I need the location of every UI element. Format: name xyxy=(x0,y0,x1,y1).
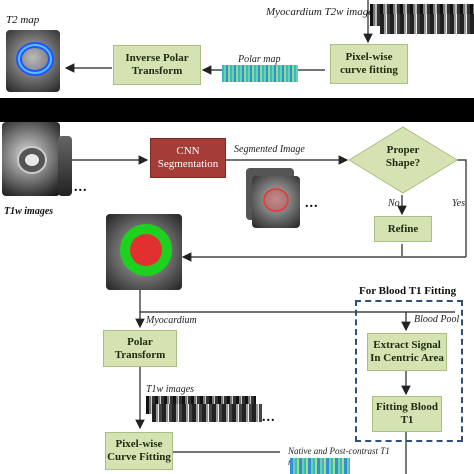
pixelwise-curve-fitting-top-box: Pixel-wise curve fitting xyxy=(330,44,408,84)
segmented-heart-image xyxy=(106,214,182,290)
inverse-polar-transform-box: Inverse Polar Transform xyxy=(113,45,201,85)
t1w-image-stack xyxy=(2,122,60,196)
redacted-band xyxy=(0,98,474,122)
myocardium-label: Myocardium xyxy=(146,315,197,326)
extract-signal-box: Extract Signal In Centric Area xyxy=(367,333,447,371)
heart-segmentation-icon xyxy=(120,224,172,276)
t1w-polar-strip-2 xyxy=(152,404,262,422)
myocardium-t2w-strip-2 xyxy=(380,14,474,34)
blood-fitting-panel xyxy=(355,300,463,442)
segmented-dots: ... xyxy=(305,196,319,211)
segmented-image-label: Segmented Image xyxy=(234,144,305,155)
refine-box: Refine xyxy=(374,216,432,242)
lower-t1w-images-label: T1w images xyxy=(146,384,195,395)
yes-label: Yes xyxy=(452,198,465,209)
t1w-dots: ... xyxy=(74,180,88,195)
t2-map-label: T2 map xyxy=(6,14,40,26)
polar-map-label: Polar map xyxy=(238,54,281,65)
native-post-contrast-maps xyxy=(290,458,350,474)
yes-line xyxy=(457,159,467,257)
cnn-segmentation-box: CNN Segmentation xyxy=(150,138,226,178)
proper-shape-label: Proper Shape? xyxy=(385,144,421,169)
no-label: No xyxy=(388,198,400,209)
segmented-image xyxy=(252,176,300,228)
t1w-polar-dots: ... xyxy=(262,410,276,425)
myocardium-images-label: Myocardium T2w images xyxy=(266,6,378,18)
heart-scan-icon xyxy=(17,146,47,174)
t1w-image-stack-edge xyxy=(58,136,72,196)
proper-shape-diamond xyxy=(348,126,458,194)
polar-map-image xyxy=(222,65,298,82)
pixelwise-curve-fitting-box: Pixel-wise Curve Fitting xyxy=(105,432,173,470)
segmented-ring-icon xyxy=(263,188,289,212)
fitting-blood-t1-box: Fitting Blood T1 xyxy=(372,396,442,432)
t2-map-overlay-icon xyxy=(16,42,54,76)
blood-panel-title: For Blood T1 Fitting xyxy=(357,285,459,297)
blood-pool-label: Blood Pool xyxy=(414,314,460,325)
polar-transform-box: Polar Transform xyxy=(103,330,177,367)
t1w-images-label: T1w images xyxy=(4,206,54,217)
t2-map-image xyxy=(6,30,60,92)
